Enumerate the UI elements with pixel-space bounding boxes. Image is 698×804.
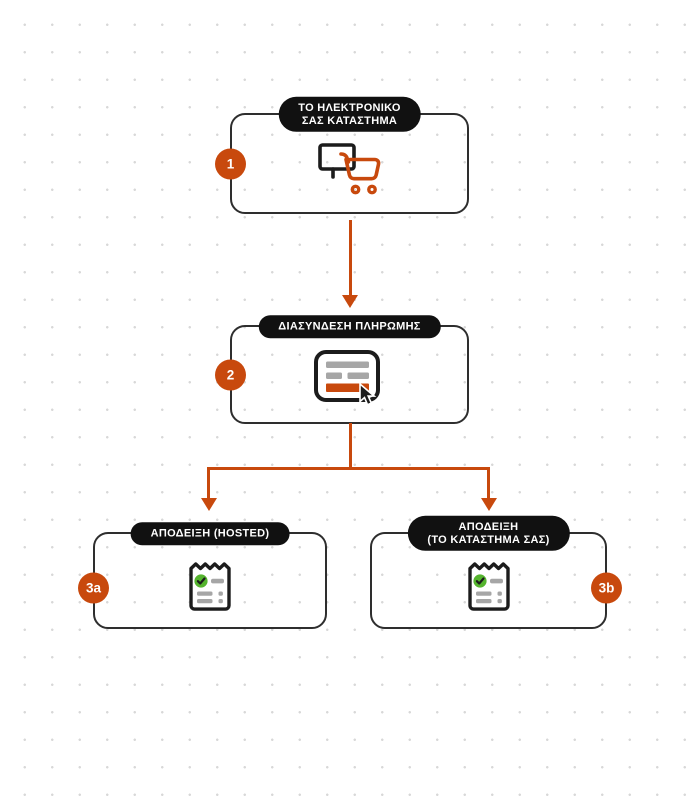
node-title-pill: ΑΠΟΔΕΙΞΗ (HOSTED) — [130, 522, 290, 545]
node-title-line: ΣΑΣ ΚΑΤΑΣΤΗΜΑ — [301, 114, 398, 127]
payment-form-cursor-icon — [313, 349, 387, 411]
node-title-line: ΑΠΟΔΕΙΞΗ (HOSTED) — [150, 527, 270, 540]
branch-horizontal-line — [207, 466, 490, 470]
node-online-store: ΤΟ ΗΛΕΚΤΡΟΝΙΚΟ ΣΑΣ ΚΑΤΑΣΤΗΜΑ 1 — [215, 96, 469, 214]
node-title-line: ΑΠΟΔΕΙΞΗ — [458, 520, 519, 533]
node-title-pill: ΔΙΑΣΥΝΔΕΣΗ ΠΛΗΡΩΜΗΣ — [258, 315, 441, 338]
receipt-check-icon — [465, 560, 513, 612]
node-title-line: (ΤΟ ΚΑΤΑΣΤΗΜΑ ΣΑΣ) — [427, 533, 550, 546]
receipt-check-icon — [186, 560, 234, 612]
step-badge: 2 — [215, 359, 246, 390]
step-badge: 3b — [591, 572, 622, 604]
branch-left-line — [207, 468, 210, 499]
monitor-shopping-cart-icon — [317, 142, 383, 196]
node-title-pill: ΤΟ ΗΛΕΚΤΡΟΝΙΚΟ ΣΑΣ ΚΑΤΑΣΤΗΜΑ — [278, 96, 421, 132]
step-badge: 3a — [78, 572, 109, 604]
node-payment-gateway: ΔΙΑΣΥΝΔΕΣΗ ΠΛΗΡΩΜΗΣ 2 — [215, 315, 469, 424]
node-title-pill: ΑΠΟΔΕΙΞΗ (ΤΟ ΚΑΤΑΣΤΗΜΑ ΣΑΣ) — [407, 515, 570, 551]
connector-step1-step2 — [348, 220, 352, 296]
node-receipt-hosted: ΑΠΟΔΕΙΞΗ (HOSTED) 3a — [78, 522, 327, 629]
step-badge: 1 — [215, 148, 246, 179]
arrow-down-icon — [200, 498, 217, 511]
node-title-line: ΤΟ ΗΛΕΚΤΡΟΝΙΚΟ — [298, 101, 401, 114]
node-title-line: ΔΙΑΣΥΝΔΕΣΗ ΠΛΗΡΩΜΗΣ — [278, 320, 421, 333]
node-receipt-your-store: ΑΠΟΔΕΙΞΗ (ΤΟ ΚΑΤΑΣΤΗΜΑ ΣΑΣ) 3b — [370, 515, 622, 629]
branch-right-line — [487, 468, 490, 499]
arrow-down-icon — [480, 498, 497, 511]
arrow-down-icon — [342, 295, 358, 308]
connector-step2-branch — [348, 423, 352, 469]
